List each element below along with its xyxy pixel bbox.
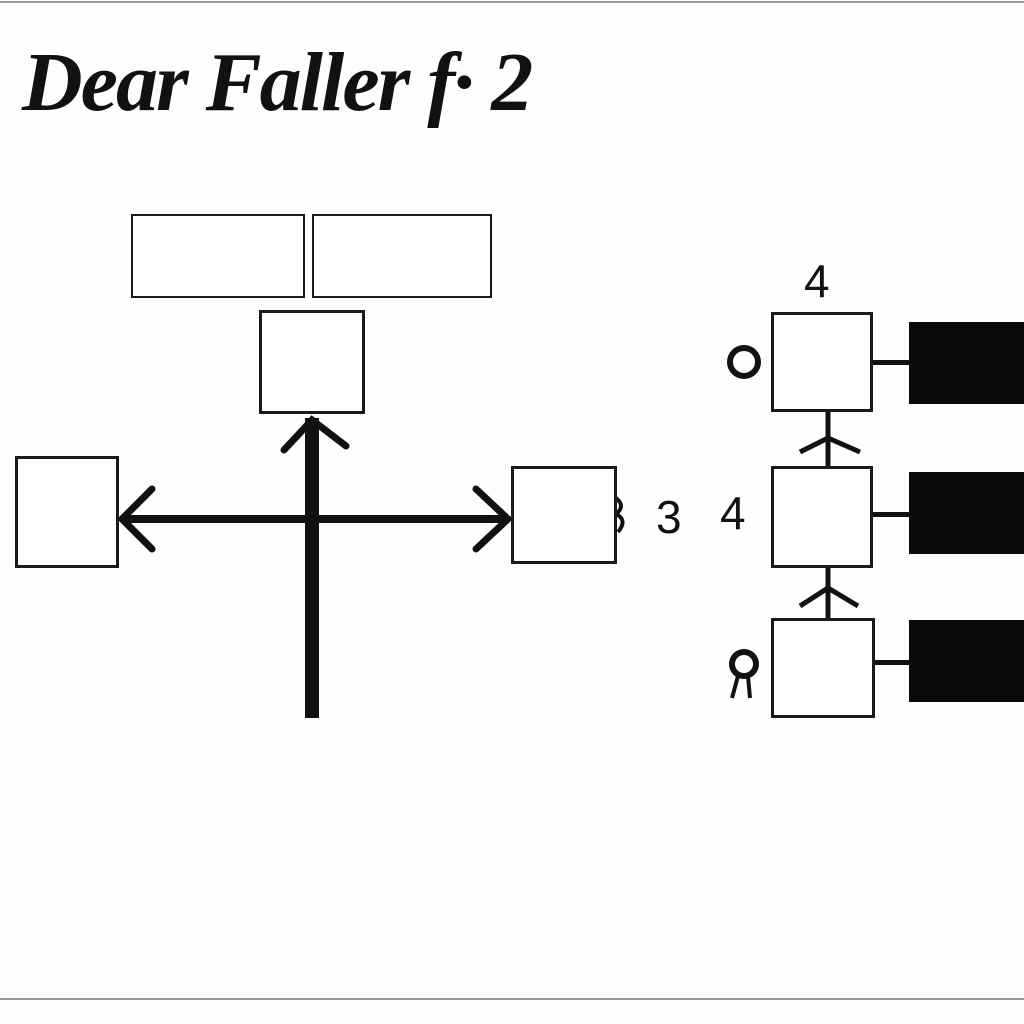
stack-box-2 [771, 466, 873, 568]
bottom-border-line [0, 998, 1024, 1000]
header-box-left [131, 214, 305, 298]
stack-stub-3 [875, 660, 909, 665]
stack-arrowhead-upper [798, 435, 862, 455]
stack-arrowhead-lower [798, 585, 860, 609]
right-node-box [511, 466, 617, 564]
loop-mark-upper [727, 345, 761, 379]
stack-middle-number: 4 [720, 487, 746, 539]
stack-box-1 [771, 312, 873, 412]
top-border-line [0, 1, 1024, 3]
right-node-number: 3 [656, 491, 682, 543]
stack-stub-1 [873, 360, 909, 365]
left-arrowhead [117, 485, 156, 553]
top-node-box [259, 310, 365, 414]
loop-mark-leg-b [746, 675, 752, 699]
diagram-title: Dear Faller f· 2 [22, 36, 533, 129]
left-node-box [15, 456, 119, 568]
stack-top-number: 4 [804, 255, 830, 307]
stack-bar-1 [909, 322, 1024, 404]
right-arrowhead [472, 485, 514, 553]
up-arrowhead [280, 415, 350, 454]
stack-bar-3 [909, 620, 1024, 702]
stack-box-3 [771, 618, 875, 718]
loop-mark-lower [729, 649, 759, 679]
header-box-right [312, 214, 492, 298]
stack-stub-2 [873, 512, 909, 517]
stack-bar-2 [909, 472, 1024, 554]
loop-mark-leg-a [730, 675, 740, 699]
